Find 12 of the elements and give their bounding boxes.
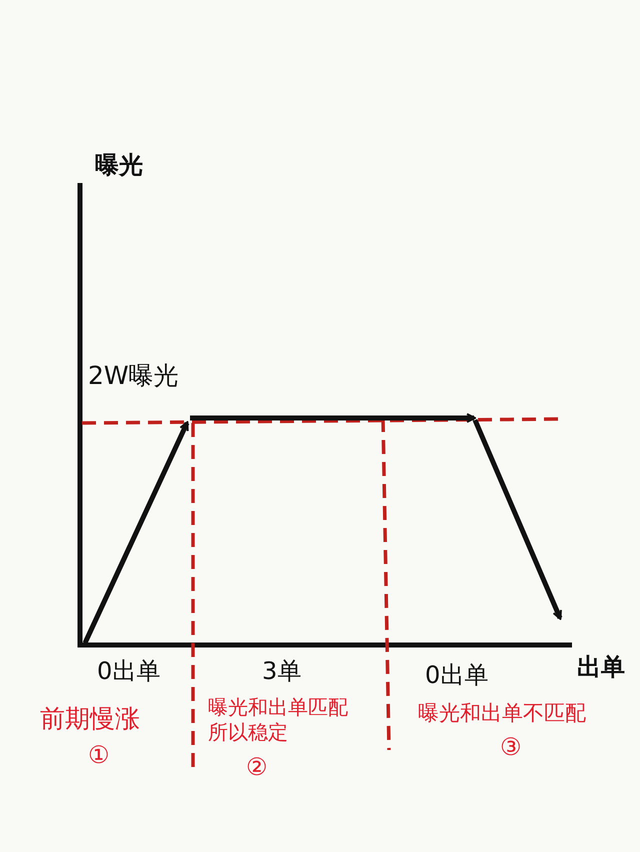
phase-number: ③ bbox=[500, 732, 522, 762]
value-label: 2W曝光 bbox=[88, 360, 179, 392]
phase-note: 曝光和出单匹配所以稳定 bbox=[208, 695, 349, 745]
phase-number: ① bbox=[88, 740, 110, 770]
segment-label: 0出单 bbox=[97, 656, 160, 686]
axis-label: 出单 bbox=[577, 652, 625, 682]
phase-note: 前期慢涨 bbox=[40, 703, 140, 734]
phase-note: 曝光和出单不匹配 bbox=[418, 700, 586, 726]
segment-label: 3单 bbox=[262, 656, 302, 686]
axis-label: 曝光 bbox=[95, 150, 143, 180]
segment-label: 0出单 bbox=[425, 660, 488, 690]
phase-number: ② bbox=[246, 752, 268, 782]
